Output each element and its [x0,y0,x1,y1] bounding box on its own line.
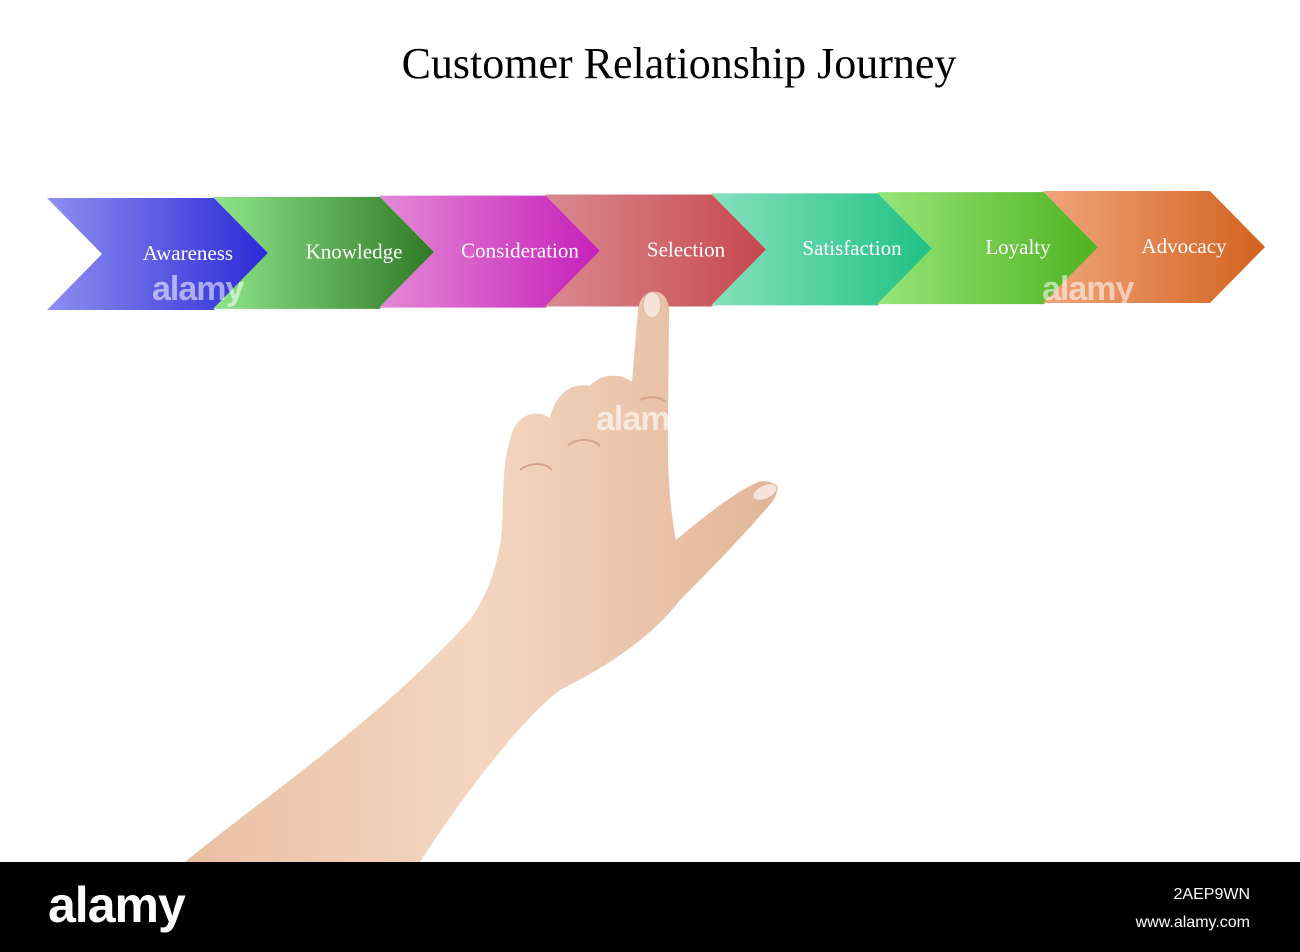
step-label-awareness: Awareness [143,241,233,265]
watermark-text: alamy [152,270,244,308]
image-id: 2AEP9WN [1173,886,1250,903]
footer-bar: alamy 2AEP9WN www.alamy.com [0,862,1300,952]
thumbnail [752,483,778,501]
pointing-hand-image [185,291,778,862]
hand-shape [185,291,777,862]
chevron-step-consideration [379,195,601,308]
chevron-step-awareness [47,198,269,310]
step-label-advocacy: Advocacy [1141,234,1227,258]
fingernail [642,291,662,319]
step-label-selection: Selection [647,237,726,261]
site-url: www.alamy.com [1135,914,1250,931]
chevron-step-loyalty [877,192,1099,305]
step-label-loyalty: Loyalty [985,235,1051,259]
diagram-title: Customer Relationship Journey [401,39,957,88]
watermark-text: alamy [596,400,688,438]
journey-flow: Awareness Knowledge Consideration Selection… [47,191,1265,310]
chevron-step-selection [545,194,767,307]
chevron-step-knowledge [213,196,435,309]
step-label-satisfaction: Satisfaction [802,236,902,260]
step-label-knowledge: Knowledge [306,240,403,264]
step-label-consideration: Consideration [461,238,579,262]
chevron-step-satisfaction [711,193,933,306]
brand-logo: alamy [48,877,186,933]
watermark-text: alamy [1042,270,1134,308]
chevron-step-advocacy [1043,191,1265,303]
